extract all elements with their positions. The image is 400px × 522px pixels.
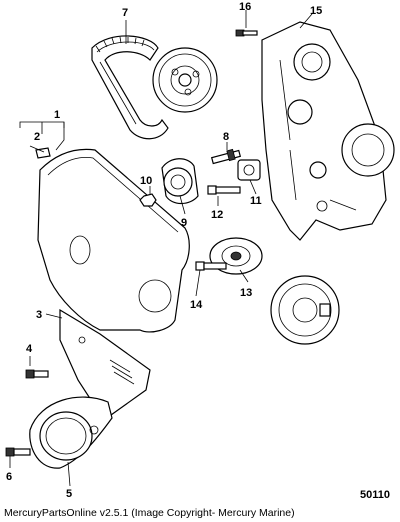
callout-4: 4 bbox=[26, 343, 33, 355]
cover-plate bbox=[29, 396, 113, 469]
lower-plate bbox=[59, 308, 151, 421]
tensioner-pulley bbox=[161, 158, 199, 205]
callout-14: 14 bbox=[190, 299, 203, 311]
callout-15: 15 bbox=[310, 5, 322, 17]
upper-sprocket bbox=[152, 47, 218, 113]
bolt-16 bbox=[235, 29, 258, 37]
callout-9: 9 bbox=[181, 217, 187, 229]
callout-13: 13 bbox=[240, 287, 252, 299]
callout-6: 6 bbox=[6, 471, 12, 483]
copyright-caption: MercuryPartsOnline v2.5.1 (Image Copyrig… bbox=[4, 507, 295, 519]
timing-belt-cover bbox=[37, 148, 190, 333]
engine-timing-housing bbox=[261, 21, 395, 241]
callout-8: 8 bbox=[223, 131, 229, 143]
callout-1: 1 bbox=[54, 109, 60, 121]
callout-2: 2 bbox=[34, 131, 40, 143]
figure-number: 50110 bbox=[360, 489, 390, 501]
callout-10: 10 bbox=[140, 175, 152, 187]
screw-4 bbox=[25, 369, 49, 379]
timing-belt bbox=[91, 35, 169, 140]
spacer-11 bbox=[237, 159, 261, 181]
lower-sprocket bbox=[270, 275, 340, 345]
callout-3: 3 bbox=[36, 309, 42, 321]
callout-16: 16 bbox=[239, 1, 251, 13]
bolt-14 bbox=[195, 261, 227, 271]
callout-12: 12 bbox=[211, 209, 223, 221]
leader-lines bbox=[9, 10, 313, 487]
nut-10 bbox=[139, 193, 157, 207]
bolt-6 bbox=[5, 447, 31, 457]
bolt-12 bbox=[207, 185, 241, 195]
callout-11: 11 bbox=[250, 195, 262, 207]
callout-7: 7 bbox=[122, 7, 128, 19]
stud-8 bbox=[210, 148, 242, 165]
callout-5: 5 bbox=[66, 488, 72, 500]
